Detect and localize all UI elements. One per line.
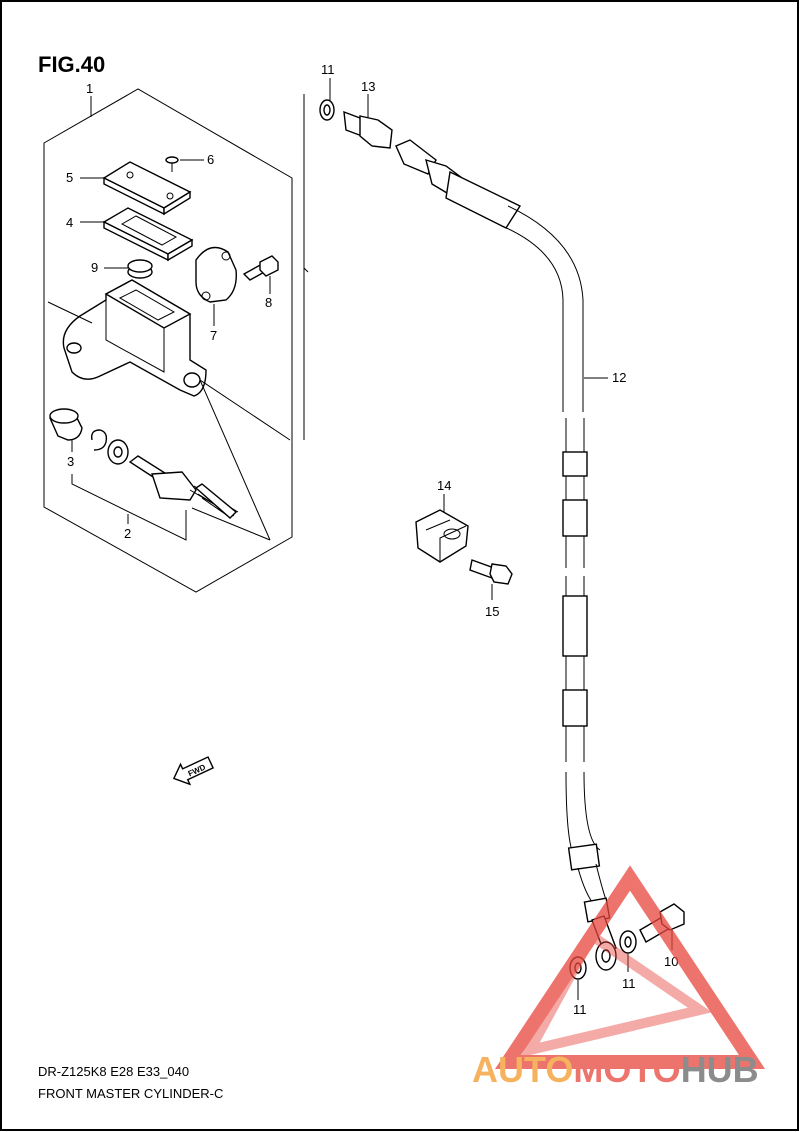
callout-11-top: 11 <box>321 62 335 77</box>
callout-11-right: 11 <box>622 976 636 991</box>
svg-text:AUTOMOTOHUB: AUTOMOTOHUB <box>472 1049 759 1090</box>
model-code: DR-Z125K8 E28 E33_040 <box>38 1064 189 1079</box>
callout-5: 5 <box>66 170 73 185</box>
fwd-arrow-icon: FWD <box>172 756 215 786</box>
watermark-moto: MOTO <box>573 1049 680 1090</box>
callout-14: 14 <box>437 478 451 493</box>
callout-9: 9 <box>91 260 98 275</box>
callout-13: 13 <box>361 79 375 94</box>
washer-11-lower-right <box>619 930 637 954</box>
part-4-diaphragm <box>102 207 194 262</box>
part-7-clamp <box>195 246 237 303</box>
washer-11-top <box>319 99 335 121</box>
part-9-grommet <box>127 259 153 279</box>
callout-11-left: 11 <box>573 1002 587 1017</box>
master-cylinder-body <box>62 279 207 397</box>
part-14-hose-clamp <box>415 509 469 563</box>
watermark-logo: AUTOMOTOHUB <box>472 865 766 1090</box>
watermark-auto: AUTO <box>472 1049 573 1090</box>
part-5-reservoir-cap <box>102 161 192 216</box>
callout-7: 7 <box>210 328 217 343</box>
part-15-bolt <box>469 559 513 585</box>
part-2-piston-set <box>128 455 239 519</box>
figure-title: FIG.40 <box>38 52 105 77</box>
diagram-caption: FRONT MASTER CYLINDER-C <box>38 1086 223 1101</box>
banjo-fitting-top <box>395 139 522 229</box>
hose-segments <box>562 418 607 903</box>
callout-8: 8 <box>265 295 272 310</box>
washer <box>107 439 129 465</box>
callout-4: 4 <box>66 215 73 230</box>
part-6-screw <box>165 156 179 172</box>
part-3-boot <box>49 408 83 441</box>
watermark-hub: HUB <box>681 1049 759 1090</box>
assembly-outline <box>43 88 293 593</box>
master-cylinder-group: 1 5 6 4 9 <box>43 81 293 593</box>
part-13-union-bolt <box>343 110 393 149</box>
part-8-bolt <box>242 255 279 281</box>
callout-3: 3 <box>67 454 74 469</box>
part-12-hose-upper <box>501 205 584 412</box>
callout-2: 2 <box>124 526 131 541</box>
callout-12: 12 <box>612 370 626 385</box>
callout-15: 15 <box>485 604 499 619</box>
circlip <box>90 429 108 451</box>
callout-1: 1 <box>86 81 93 96</box>
callout-6: 6 <box>207 152 214 167</box>
